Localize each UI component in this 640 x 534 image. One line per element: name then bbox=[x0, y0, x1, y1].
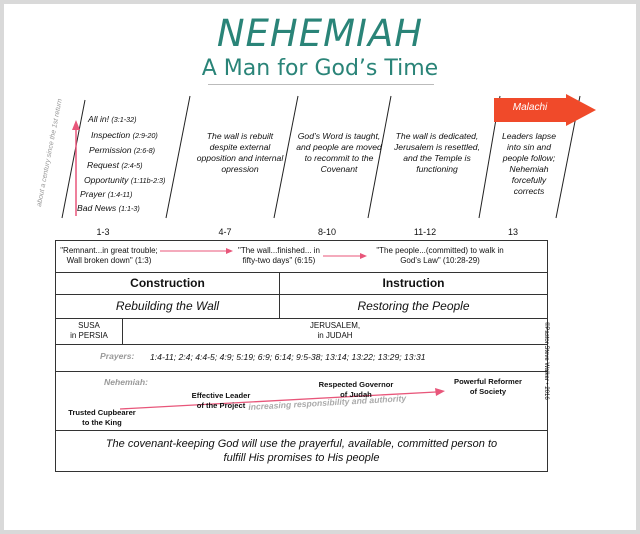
quote: "Remnant...in great trouble; Wall broken… bbox=[60, 246, 158, 265]
theme-rebuilding: Rebuilding the Wall bbox=[55, 294, 280, 319]
quote: "The wall...finished... in fifty-two day… bbox=[238, 246, 320, 265]
period-box: God’s Word is taught, and people are mov… bbox=[296, 131, 382, 174]
divider-line bbox=[61, 99, 86, 219]
stairs-arrowhead bbox=[72, 120, 80, 130]
prayers-refs: 1:4-11; 2:4; 4:4-5; 4:9; 5:19; 6:9; 6:14… bbox=[150, 352, 426, 362]
stair-item: All in! (3:1-32) bbox=[88, 114, 137, 124]
chapter-label: 11-12 bbox=[413, 227, 437, 237]
title-divider bbox=[208, 84, 434, 85]
nehemiah-label: Nehemiah: bbox=[104, 377, 148, 387]
chart-card bbox=[4, 4, 636, 530]
stair-item: Permission (2:6-8) bbox=[89, 145, 156, 155]
divider-line bbox=[273, 95, 299, 219]
summary: The covenant-keeping God will use the pr… bbox=[55, 430, 548, 472]
stair-item: Bad News (1:1-3) bbox=[77, 203, 140, 213]
divider-line bbox=[367, 95, 392, 219]
theme-restoring: Restoring the People bbox=[279, 294, 548, 319]
location-jerusalem: JERUSALEM,in JUDAH bbox=[122, 318, 548, 345]
stair-item: Request (2:4-5) bbox=[87, 160, 143, 170]
progression-arrow bbox=[119, 391, 437, 410]
chapter-label: 13 bbox=[507, 227, 518, 237]
period-box: The wall is dedicated, Jerusalem is rese… bbox=[394, 131, 480, 174]
stair-item: Prayer (1:4-11) bbox=[80, 189, 133, 199]
stair-item: Inspection (2:9-20) bbox=[91, 130, 158, 140]
chapter-label: 4-7 bbox=[218, 227, 232, 237]
chapter-label: 8-10 bbox=[317, 227, 336, 237]
period-box: The wall is rebuilt despite external opp… bbox=[196, 131, 284, 174]
section-construction: Construction bbox=[55, 272, 280, 295]
quote: "The people...(committed) to walk in God… bbox=[376, 246, 504, 265]
section-instruction: Instruction bbox=[279, 272, 548, 295]
stair-item: Opportunity (1:11b-2:3) bbox=[84, 175, 166, 185]
period-box: Leaders lapse into sin and people follow… bbox=[502, 131, 556, 196]
chapter-label: 1-3 bbox=[96, 227, 110, 237]
prayers-label: Prayers: bbox=[100, 351, 135, 361]
copyright: ©Pastor Steve Walker • 2016 bbox=[543, 322, 549, 400]
page-subtitle: A Man for God’s Time bbox=[201, 56, 439, 81]
malachi-arrow bbox=[494, 94, 596, 126]
malachi-label: Malachi bbox=[512, 102, 548, 113]
page-title: NEHEMIAH bbox=[216, 12, 424, 55]
divider-line bbox=[165, 95, 191, 219]
